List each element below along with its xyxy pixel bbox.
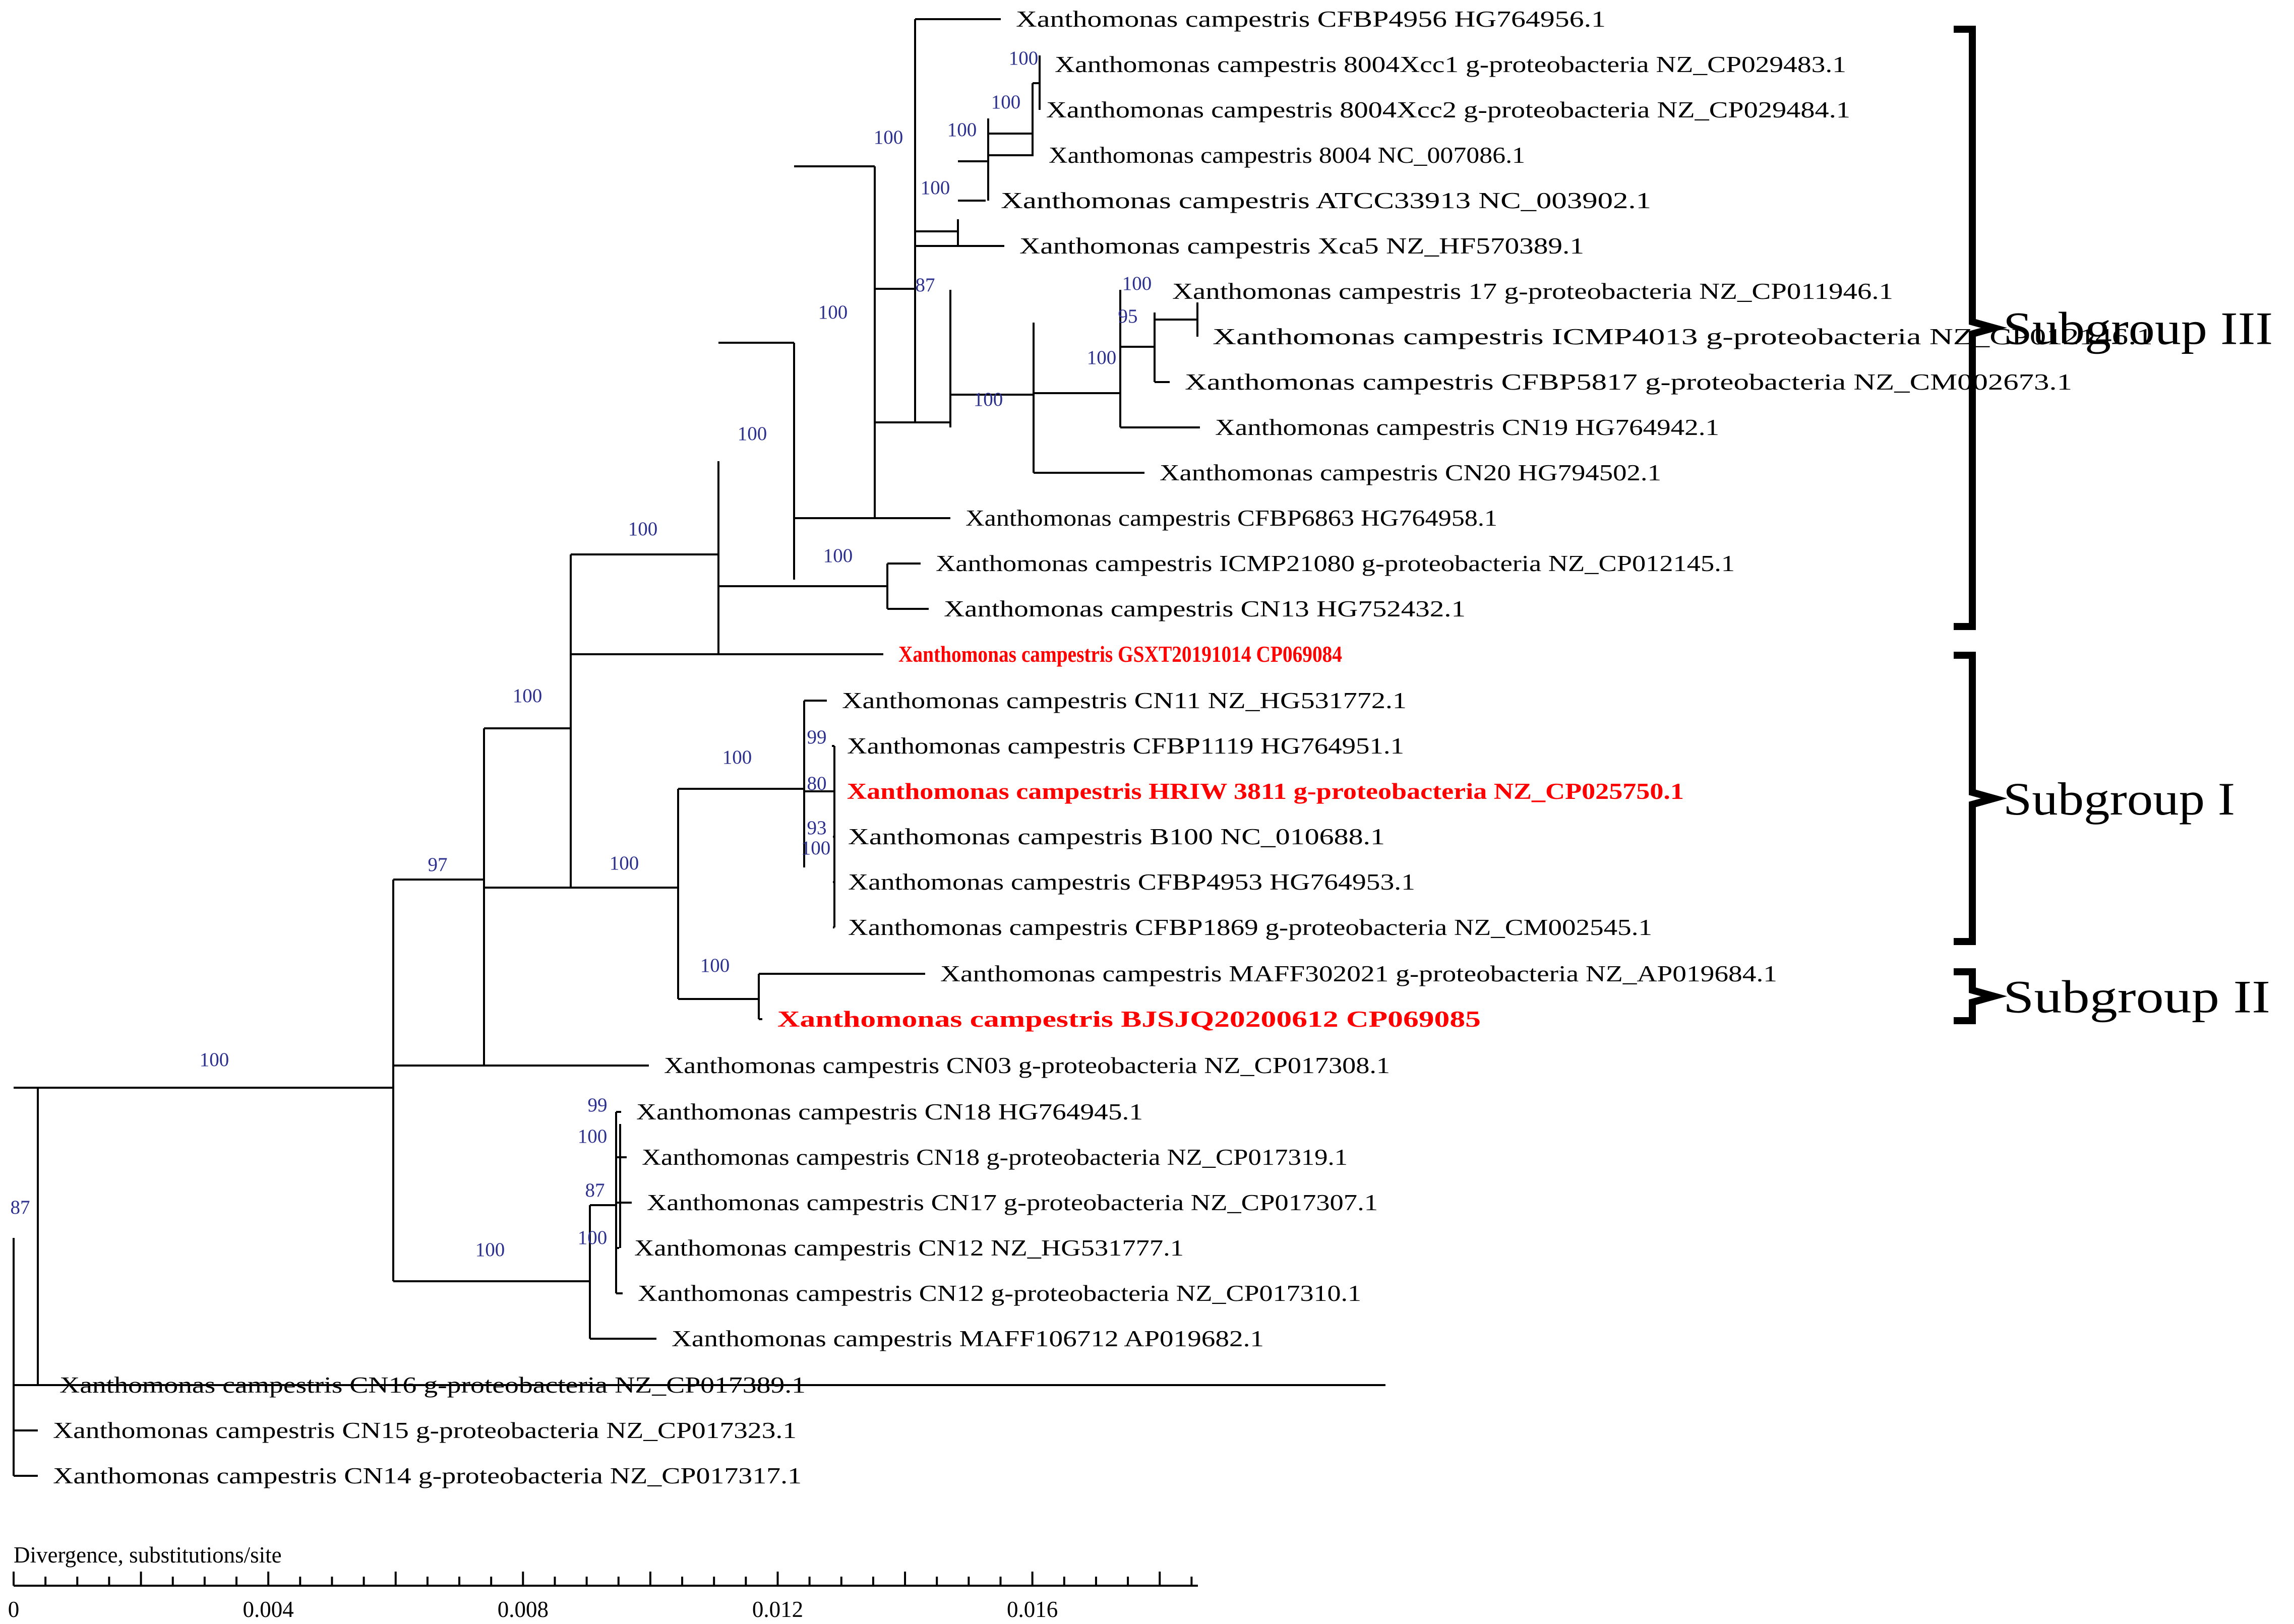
bootstrap-value: 100 <box>947 119 977 141</box>
leaf-label: Xanthomonas campestris CFBP6863 HG764958… <box>965 506 1497 531</box>
bootstrap-value: 100 <box>578 1227 608 1248</box>
bootstrap-value: 97 <box>428 854 448 876</box>
bootstrap-value: 100 <box>475 1239 505 1261</box>
leaf-label: Xanthomonas campestris CN16 g-proteobact… <box>59 1372 806 1398</box>
leaf-label: Xanthomonas campestris CN11 NZ_HG531772.… <box>842 688 1407 713</box>
bootstrap-value: 99 <box>807 726 827 748</box>
leaf-label: Xanthomonas campestris ATCC33913 NC_0039… <box>1001 188 1651 213</box>
leaf-label: Xanthomonas campestris 8004 NC_007086.1 <box>1049 143 1525 168</box>
bootstrap-value: 100 <box>1122 273 1152 294</box>
leaf-label: Xanthomonas campestris CFBP1119 HG764951… <box>847 733 1404 759</box>
bootstrap-value: 87 <box>916 274 935 296</box>
bootstrap-value: 95 <box>1118 305 1138 327</box>
bootstrap-value: 100 <box>628 518 658 540</box>
leaf-label: Xanthomonas campestris Xca5 NZ_HF570389.… <box>1019 233 1584 259</box>
scale-tick-label: 0.012 <box>752 1597 803 1622</box>
subgroup-label: Subgroup I <box>2003 773 2235 825</box>
leaf-label: Xanthomonas campestris 17 g-proteobacter… <box>1172 279 1893 304</box>
bootstrap-value: 100 <box>700 955 730 976</box>
bootstrap-value: 100 <box>738 423 767 445</box>
bootstrap-value: 87 <box>11 1197 30 1218</box>
bootstrap-value: 100 <box>610 852 639 874</box>
leaf-label: Xanthomonas campestris CN14 g-proteobact… <box>53 1463 802 1488</box>
leaf-label: Xanthomonas campestris 8004Xcc1 g-proteo… <box>1055 52 1846 77</box>
bootstrap-value: 100 <box>801 837 831 859</box>
leaf-label: Xanthomonas campestris CN17 g-proteobact… <box>647 1190 1378 1215</box>
leaf-label: Xanthomonas campestris BJSJQ20200612 CP0… <box>777 1007 1481 1032</box>
bootstrap-value: 80 <box>807 773 827 794</box>
bootstrap-value: 100 <box>874 127 903 148</box>
leaf-label: Xanthomonas campestris CN20 HG794502.1 <box>1160 460 1661 485</box>
scale-axis-title: Divergence, substitutions/site <box>14 1542 282 1568</box>
bootstrap-value: 100 <box>513 685 542 707</box>
bootstrap-value: 100 <box>200 1049 229 1071</box>
leaf-label: Xanthomonas campestris CN15 g-proteobact… <box>53 1418 797 1443</box>
tree-branches <box>13 18 1385 1477</box>
subgroup-label: Subgroup III <box>2003 303 2273 354</box>
bootstrap-value: 100 <box>578 1126 608 1147</box>
bootstrap-value: 100 <box>722 746 752 768</box>
bootstrap-value: 100 <box>1087 347 1117 368</box>
bootstrap-value: 87 <box>585 1179 605 1201</box>
leaf-label: Xanthomonas campestris CN19 HG764942.1 <box>1215 415 1719 440</box>
leaf-label: Xanthomonas campestris CFBP1869 g-proteo… <box>848 915 1652 940</box>
leaf-label: Xanthomonas campestris ICMP21080 g-prote… <box>936 551 1735 576</box>
leaf-label: Xanthomonas campestris CN12 NZ_HG531777.… <box>634 1235 1184 1261</box>
subgroup-brace <box>1954 652 2008 945</box>
leaf-label: Xanthomonas campestris CN13 HG752432.1 <box>944 596 1466 621</box>
bootstrap-value: 100 <box>1009 47 1039 69</box>
leaf-labels: Xanthomonas campestris CFBP4956 HG764956… <box>53 7 2153 1488</box>
bootstrap-value: 99 <box>588 1094 608 1116</box>
bootstrap-value: 100 <box>823 545 853 567</box>
leaf-label: Xanthomonas campestris CN18 g-proteobact… <box>642 1145 1348 1170</box>
bootstrap-value: 100 <box>991 91 1021 113</box>
leaf-label: Xanthomonas campestris CN03 g-proteobact… <box>664 1053 1390 1078</box>
subgroup-brace <box>1954 26 2008 630</box>
leaf-label: Xanthomonas campestris GSXT20191014 CP06… <box>898 642 1342 667</box>
scale-tick-label: 0.004 <box>243 1597 294 1622</box>
bootstrap-value: 100 <box>974 389 1003 410</box>
scale-tick-label: 0.016 <box>1007 1597 1058 1622</box>
leaf-label: Xanthomonas campestris MAFF106712 AP0196… <box>672 1326 1264 1351</box>
scale-tick-label: 0 <box>8 1597 20 1622</box>
scale-tick-label: 0.008 <box>498 1597 549 1622</box>
bootstrap-value: 93 <box>807 817 827 839</box>
divergence-scale-axis: Divergence, substitutions/site 0 0.004 0.0… <box>8 1542 1198 1622</box>
leaf-label: Xanthomonas campestris CFBP5817 g-proteo… <box>1185 369 2072 395</box>
leaf-label: Xanthomonas campestris CN18 HG764945.1 <box>636 1099 1143 1125</box>
leaf-label: Xanthomonas campestris CN12 g-proteobact… <box>638 1281 1361 1306</box>
bootstrap-value: 100 <box>921 177 950 199</box>
subgroup-label: Subgroup II <box>2003 971 2270 1023</box>
bootstrap-values: 87 100 97 100 100 100 100 100 100 100 100 100 87 100 1… <box>11 47 1152 1261</box>
subgroup-brace <box>1954 968 2008 1024</box>
subgroup-annotations: Subgroup III Subgroup I Subgroup II <box>1954 26 2273 1024</box>
leaf-label: Xanthomonas campestris CFBP4956 HG764956… <box>1016 7 1606 32</box>
leaf-label: Xanthomonas campestris 8004Xcc2 g-proteo… <box>1046 97 1850 122</box>
leaf-label: Xanthomonas campestris HRIW 3811 g-prote… <box>847 779 1684 804</box>
leaf-label: Xanthomonas campestris MAFF302021 g-prot… <box>940 961 1777 986</box>
bootstrap-value: 100 <box>818 301 848 323</box>
leaf-label: Xanthomonas campestris CFBP4953 HG764953… <box>848 869 1415 895</box>
leaf-label: Xanthomonas campestris B100 NC_010688.1 <box>848 824 1385 849</box>
